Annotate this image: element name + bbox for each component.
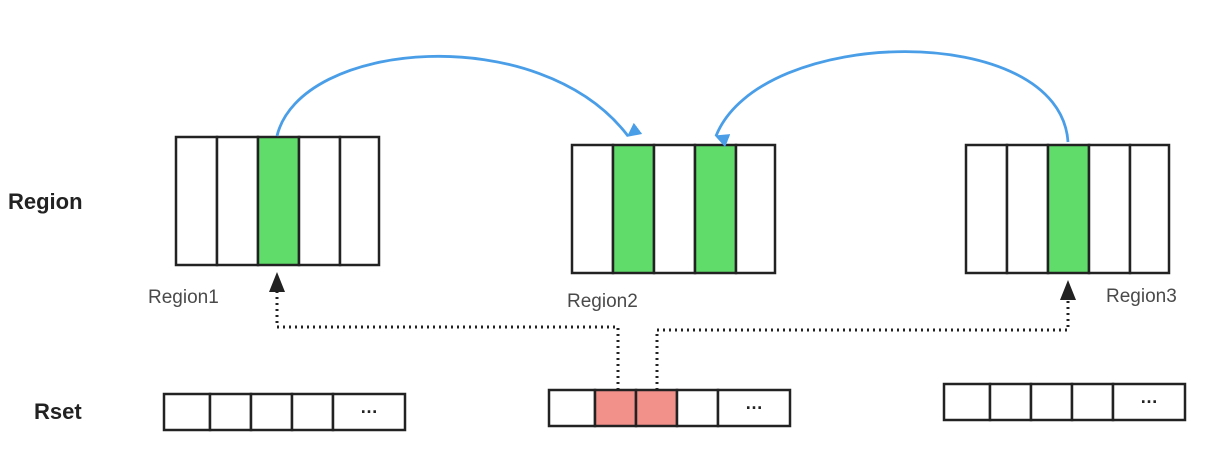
rset-3-cell (1029, 382, 1074, 422)
region-1-label: Region1 (148, 287, 219, 308)
rset-row-label: Rset (34, 399, 82, 424)
region-2-cell (611, 143, 656, 275)
region-3-label: Region3 (1106, 286, 1177, 307)
region-row-label: Region (8, 189, 83, 214)
rset-1-cell (249, 392, 294, 432)
rset-1-cell (290, 392, 335, 432)
region-2-label: Region2 (567, 291, 638, 312)
rset-2-cell (634, 388, 679, 428)
rset-3-cell (942, 382, 992, 422)
region-3-block: Region3 (964, 143, 1177, 307)
region-3-cell (1128, 143, 1171, 275)
rset-2-block: … (547, 388, 792, 428)
rset-3-cell (1111, 382, 1187, 422)
rset-3-block: … (942, 382, 1187, 422)
reference-arrow-region1-to-region2 (275, 54, 643, 137)
region-1-cell (256, 135, 301, 267)
rset-pointer-to-region3 (655, 296, 1070, 390)
region-1-block: Region1 (148, 135, 381, 308)
rset-2-ellipsis: … (745, 393, 763, 413)
rset-pointer-to-region1 (275, 288, 620, 390)
region-3-cell (964, 143, 1009, 275)
rset-2-cell (547, 388, 597, 428)
region-3-cell (1046, 143, 1091, 275)
region-2-cell (570, 143, 615, 275)
pointer-arrowhead-icon (269, 272, 285, 292)
rset-3-cell (988, 382, 1033, 422)
region-2-cell (734, 143, 777, 275)
region-1-cell (297, 135, 342, 267)
rset-2-cell (593, 388, 638, 428)
rset-1-cell (208, 392, 253, 432)
rset-3-cell (1070, 382, 1115, 422)
rset-1-block: … (162, 392, 407, 432)
region-2-block: Region2 (567, 143, 777, 312)
region-1-cell (338, 135, 381, 267)
region-2-cell (652, 143, 697, 275)
rset-1-cell (331, 392, 407, 432)
region-1-cell (215, 135, 260, 267)
rset-1-ellipsis: … (360, 397, 378, 417)
rset-2-cell (716, 388, 792, 428)
reference-arrow-region3-to-region2 (714, 50, 1070, 148)
region-3-cell (1087, 143, 1132, 275)
rset-3-ellipsis: … (1140, 387, 1158, 407)
region-2-cell (693, 143, 738, 275)
region-1-cell (174, 135, 219, 267)
pointer-arrowhead-icon (1060, 280, 1076, 300)
rset-1-cell (162, 392, 212, 432)
rset-2-cell (675, 388, 720, 428)
region-3-cell (1005, 143, 1050, 275)
